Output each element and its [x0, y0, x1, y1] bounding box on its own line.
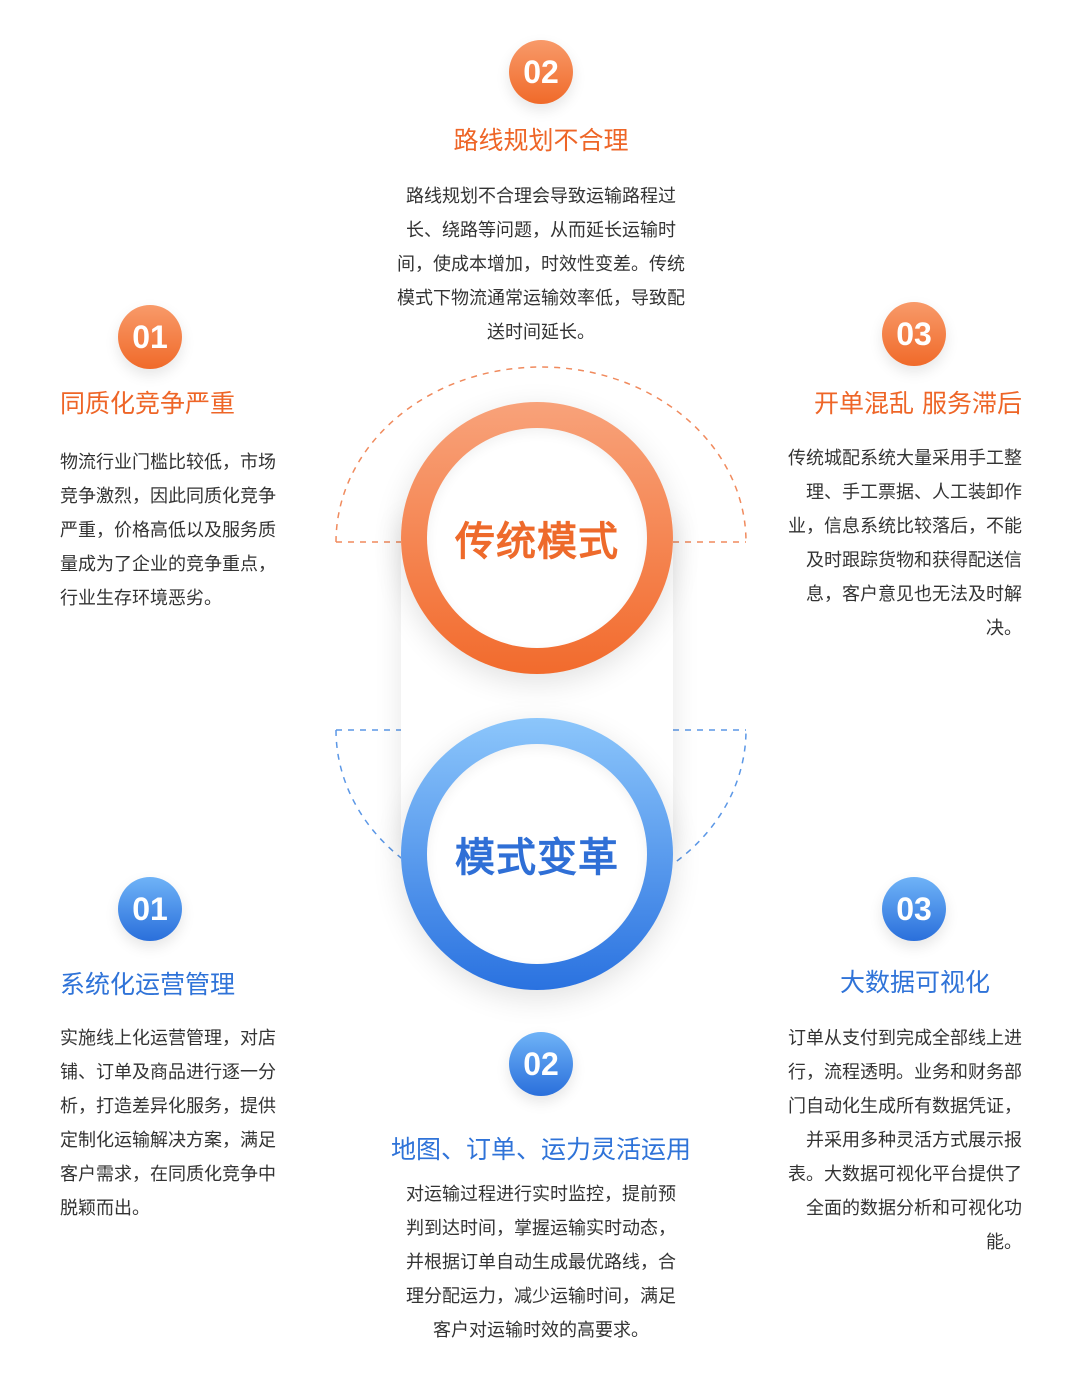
reform-03-title: 大数据可视化 [839, 968, 990, 997]
text-line: 并根据订单自动生成最优路线，合 [406, 1252, 676, 1273]
traditional-03-title: 开单混乱 服务滞后 [814, 389, 1022, 418]
text-line: 订单从支付到完成全部线上进 [788, 1028, 1022, 1049]
traditional-02-title: 路线规划不合理 [453, 126, 629, 155]
text-line: 全面的数据分析和可视化功 [806, 1198, 1022, 1219]
traditional-inner [427, 428, 647, 648]
text-line: 物流行业门槛比较低，市场 [60, 452, 276, 473]
text-line: 行业生存环境恶劣。 [60, 588, 222, 609]
traditional-01-title: 同质化竞争严重 [60, 389, 236, 418]
text-line: 客户对运输时效的高要求。 [433, 1320, 649, 1341]
reform-02-title: 地图、订单、运力灵活运用 [390, 1135, 691, 1164]
text-line: 客户需求，在同质化竞争中 [60, 1164, 276, 1185]
traditional-03-text: 传统城配系统大量采用手工整 理、手工票据、人工装卸作 业，信息系统比较落后，不能… [752, 442, 1022, 646]
text-line: 路线规划不合理会导致运输路程过 [406, 186, 676, 207]
text-line: 并采用多种灵活方式展示报 [806, 1130, 1022, 1151]
text-line: 长、绕路等问题，从而延长运输时 [406, 220, 676, 241]
reform-01-badge: 01 [118, 877, 182, 941]
mode-reform-label: 模式变革 [455, 835, 619, 881]
text-line: 能。 [986, 1232, 1022, 1253]
reform-03-text: 订单从支付到完成全部线上进 行，流程透明。业务和财务部 门自动化生成所有数据凭证… [752, 1022, 1022, 1260]
traditional-mode-circle: 传统模式 [401, 402, 673, 674]
text-line: 息，客户意见也无法及时解 [806, 584, 1022, 605]
text-line: 决。 [986, 618, 1022, 639]
text-line: 理分配运力，减少运输时间，满足 [406, 1286, 676, 1307]
orange-dashed-arc [335, 366, 747, 543]
text-line: 及时跟踪货物和获得配送信 [806, 550, 1022, 571]
text-line: 业，信息系统比较落后，不能 [788, 516, 1022, 537]
traditional-02-badge: 02 [509, 40, 573, 104]
text-line: 定制化运输解决方案，满足 [60, 1130, 276, 1151]
reform-02-text: 对运输过程进行实时监控，提前预 判到达时间，掌握运输实时动态， 并根据订单自动生… [361, 1178, 721, 1348]
text-line: 送时间延长。 [487, 322, 595, 343]
text-line: 模式下物流通常运输效率低，导致配 [397, 288, 685, 309]
traditional-01-text: 物流行业门槛比较低，市场 竞争激烈，因此同质化竞争 严重，价格高低以及服务质 量… [60, 446, 320, 616]
text-line: 行，流程透明。业务和财务部 [788, 1062, 1022, 1083]
text-line: 脱颖而出。 [60, 1198, 150, 1219]
text-line: 传统城配系统大量采用手工整 [788, 448, 1022, 469]
text-line: 实施线上化运营管理，对店 [60, 1028, 276, 1049]
text-line: 判到达时间，掌握运输实时动态， [406, 1218, 676, 1239]
text-line: 析，打造差异化服务，提供 [60, 1096, 276, 1117]
traditional-01-badge: 01 [118, 305, 182, 369]
text-line: 表。大数据可视化平台提供了 [788, 1164, 1022, 1185]
text-line: 门自动化生成所有数据凭证， [788, 1096, 1022, 1117]
text-line: 间，使成本增加，时效性变差。传统 [397, 254, 685, 275]
reform-03-badge: 03 [882, 877, 946, 941]
reform-01-text: 实施线上化运营管理，对店 铺、订单及商品进行逐一分 析，打造差异化服务，提供 定… [60, 1022, 320, 1226]
text-line: 量成为了企业的竞争重点， [60, 554, 276, 575]
text-line: 竞争激烈，因此同质化竞争 [60, 486, 276, 507]
reform-01-title: 系统化运营管理 [60, 970, 236, 999]
text-line: 理、手工票据、人工装卸作 [806, 482, 1022, 503]
mode-reform-circle: 模式变革 [401, 718, 673, 990]
reform-inner [427, 744, 647, 964]
blue-dashed-arc [335, 729, 747, 906]
text-line: 铺、订单及商品进行逐一分 [60, 1062, 276, 1083]
text-line: 严重，价格高低以及服务质 [60, 520, 276, 541]
traditional-mode-label: 传统模式 [455, 519, 619, 565]
reform-02-badge: 02 [509, 1032, 573, 1096]
traditional-03-badge: 03 [882, 302, 946, 366]
traditional-02-text: 路线规划不合理会导致运输路程过 长、绕路等问题，从而延长运输时 间，使成本增加，… [361, 180, 721, 350]
text-line: 对运输过程进行实时监控，提前预 [406, 1184, 676, 1205]
